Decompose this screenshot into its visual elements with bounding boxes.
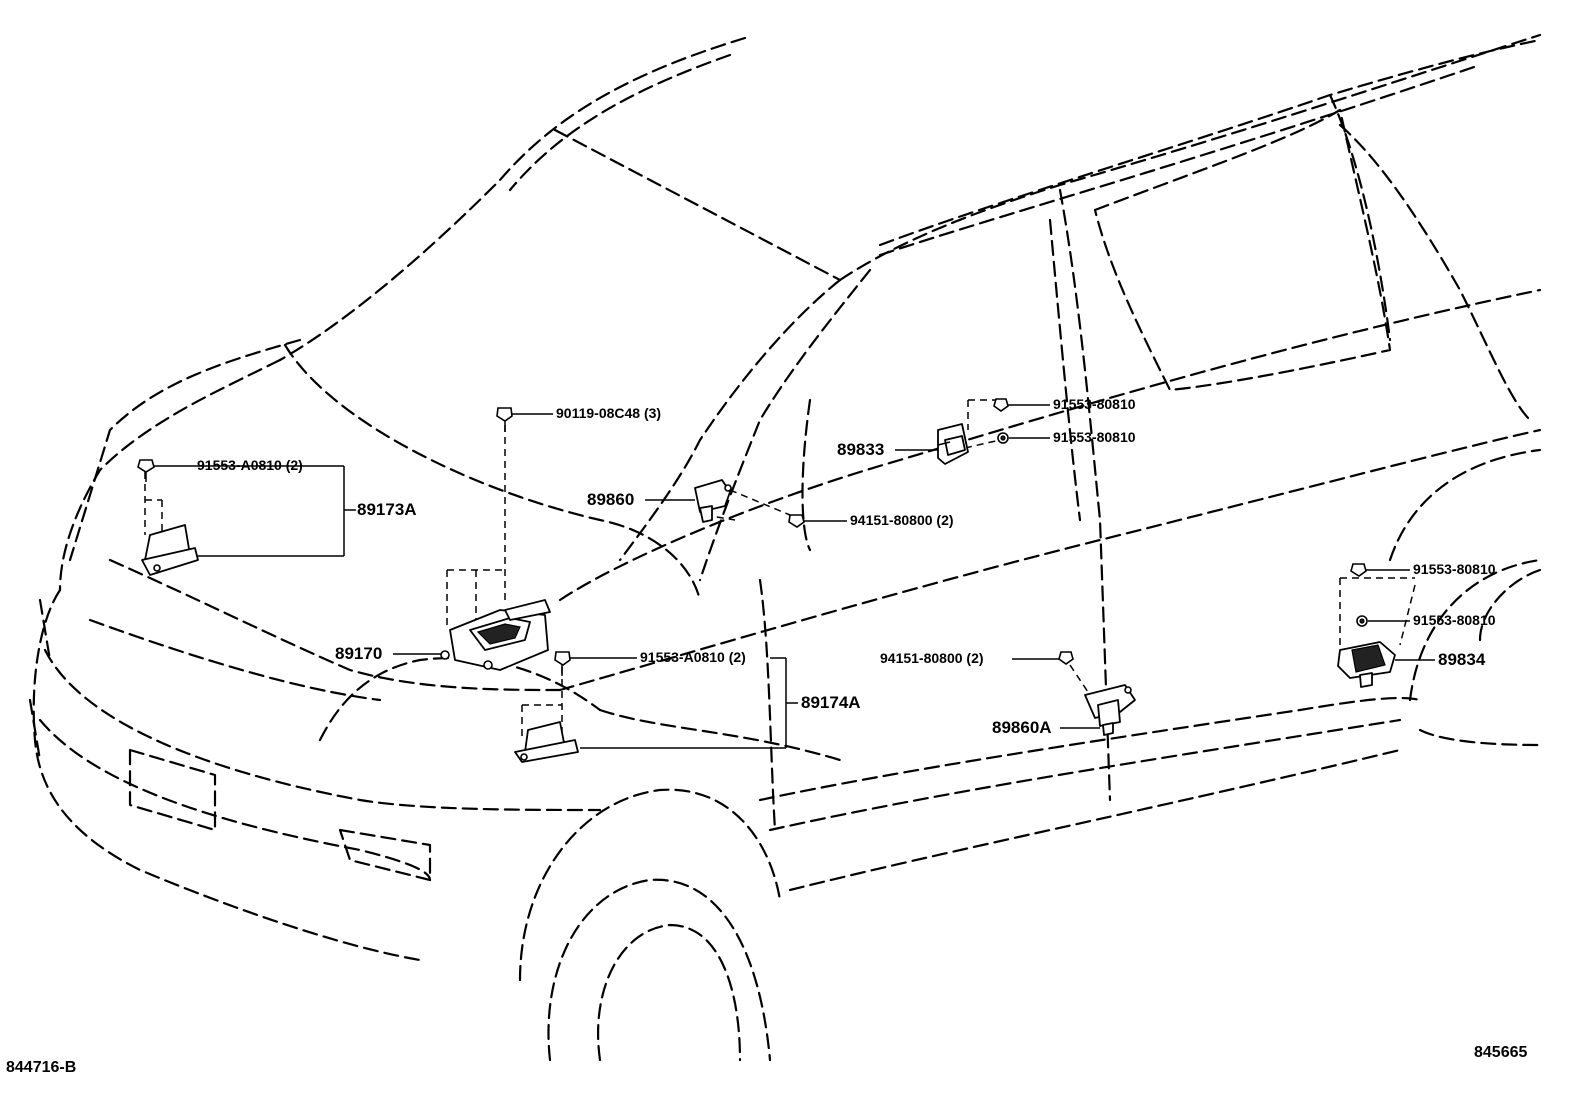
label-fastener-94151-80800-lower: 94151-80800 (2) bbox=[880, 650, 984, 666]
label-part-89170: 89170 bbox=[335, 644, 383, 663]
reference-code-left: 844716-B bbox=[6, 1059, 77, 1076]
label-fastener-91553-80810-b: 91553-80810 bbox=[1053, 429, 1136, 445]
label-part-89834: 89834 bbox=[1438, 650, 1486, 669]
label-part-89860a: 89860A bbox=[992, 718, 1052, 737]
reference-code-right: 845665 bbox=[1474, 1044, 1528, 1061]
part-89173A-sensor bbox=[141, 524, 199, 576]
part-89860-sensor bbox=[694, 479, 732, 523]
label-fastener-91553-80810-d: 91553-80810 bbox=[1413, 612, 1496, 628]
fastener-icons bbox=[137, 398, 1368, 676]
label-fastener-91553-a0810-side: 91553-A0810 (2) bbox=[640, 649, 746, 665]
part-89860A-sensor bbox=[1084, 684, 1136, 736]
label-part-89833: 89833 bbox=[837, 440, 885, 459]
label-fastener-91553-80810-c: 91553-80810 bbox=[1413, 561, 1496, 577]
label-fastener-94151-80800-upper: 94151-80800 (2) bbox=[850, 512, 954, 528]
part-89174A-sensor bbox=[514, 721, 579, 763]
label-fastener-90119-08c48: 90119-08C48 (3) bbox=[556, 405, 662, 421]
label-part-89174a: 89174A bbox=[801, 693, 861, 712]
label-part-89860: 89860 bbox=[587, 490, 635, 509]
label-part-89173a: 89173A bbox=[357, 500, 417, 519]
part-89833-sensor bbox=[937, 423, 969, 465]
leader-lines bbox=[144, 399, 1435, 749]
label-fastener-91553-a0810-front: 91553-A0810 (2) bbox=[197, 457, 303, 473]
part-89834-sensor bbox=[1337, 641, 1396, 688]
part-89170-control-unit bbox=[440, 599, 551, 671]
vehicle-body-outline bbox=[28, 33, 1542, 1062]
label-fastener-91553-80810-a: 91553-80810 bbox=[1053, 396, 1136, 412]
